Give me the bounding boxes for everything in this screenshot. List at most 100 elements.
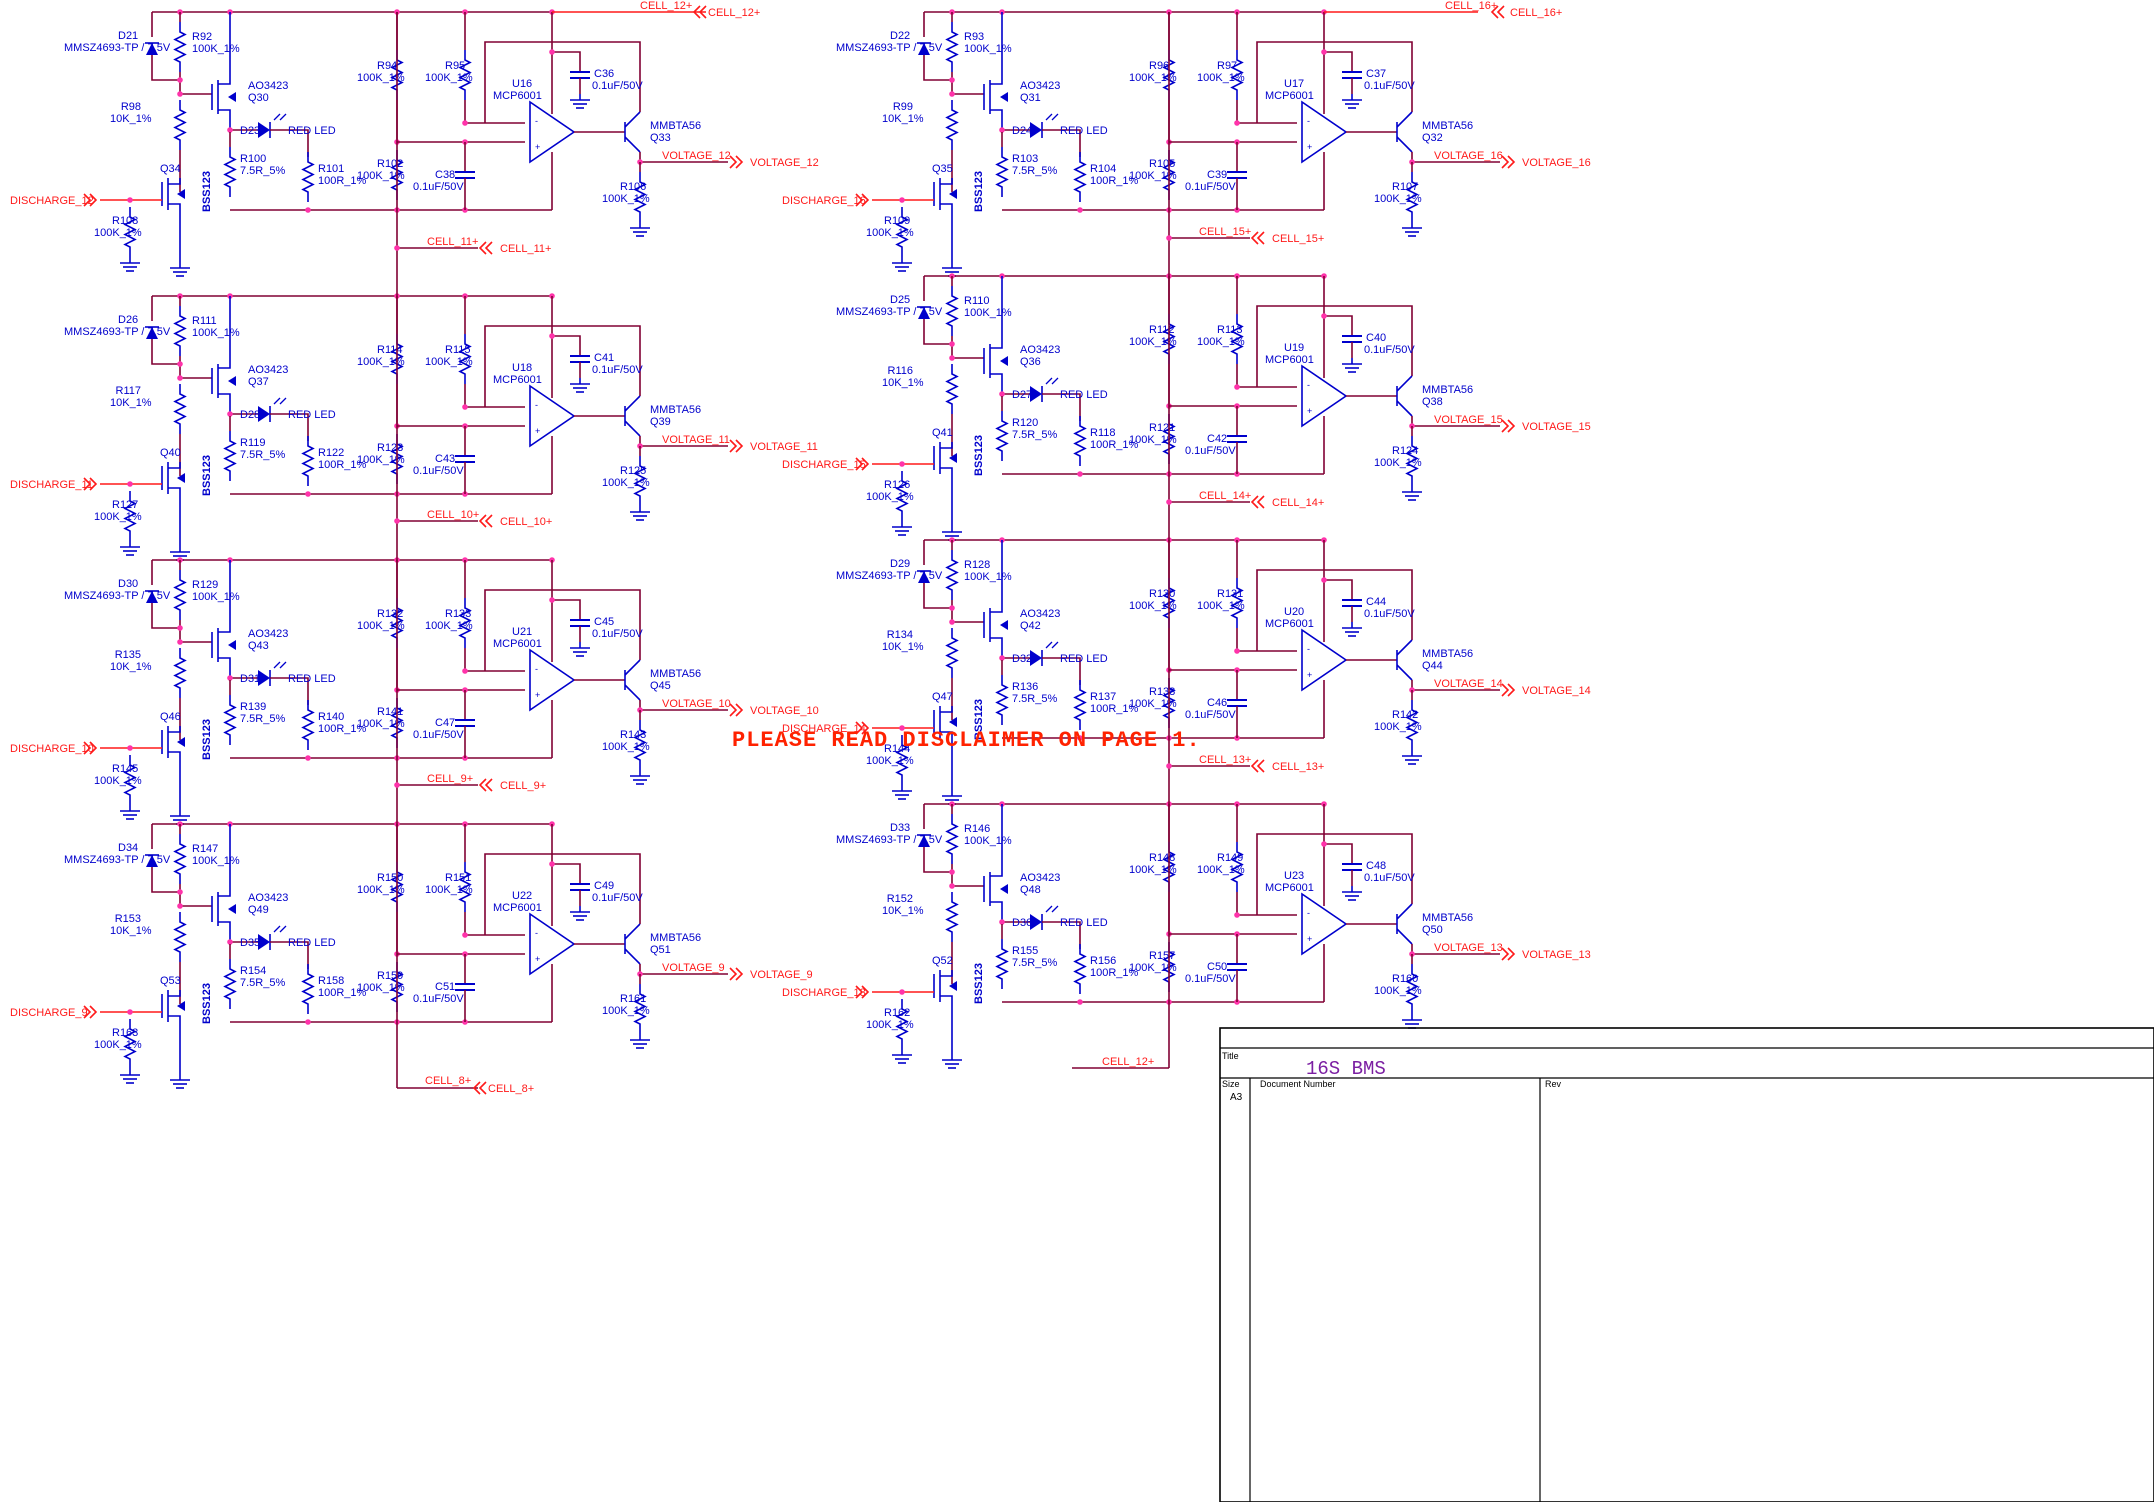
nmos-ref: Q52 [932,955,953,967]
opamp-ref: U18 [512,362,532,374]
led-ref: D35 [240,937,260,949]
wire [218,560,231,633]
pmos-ref: Q49 [248,904,269,916]
bjt-part: MMBTA56 [650,404,701,416]
res-value: 100K_1% [1129,72,1177,84]
wire [1042,921,1081,949]
junction-dot [1077,471,1083,477]
junction-dot [1234,912,1240,918]
cap-value: 0.1uF/50V [413,729,464,741]
net-port-arrow [1507,947,1516,961]
res-ref: R141 [377,706,403,718]
res-ref: R97 [1217,60,1237,72]
pmos-diode [1000,92,1008,102]
opamp-part: MCP6001 [493,902,542,914]
wire [270,677,309,705]
res-value: 100K_1% [425,72,473,84]
resistor-symbol [173,384,187,434]
res-ref: R150 [377,872,403,884]
junction-dot [1077,735,1083,741]
discharge-net: DISCHARGE_11 [10,479,93,491]
res-value: 100K_1% [1374,193,1422,205]
res-value: 100K_1% [1129,170,1177,182]
bjt-emitter [624,923,641,940]
cap-value: 0.1uF/50V [1364,608,1415,620]
voltage-net-port: VOLTAGE_10 [750,705,819,717]
wire [270,129,309,157]
pmos-ref: Q48 [1020,884,1041,896]
resistor-symbol [945,286,959,336]
wire [168,751,181,810]
cap-value: 0.1uF/50V [1364,80,1415,92]
resistor-symbol [633,984,647,1034]
bjt-collector [1396,136,1413,153]
led-symbol [1030,650,1042,666]
bjt-part: MMBTA56 [650,932,701,944]
resistor-symbol [458,50,472,100]
res-value: 100R_1% [1090,703,1139,715]
voltage-net-label: VOLTAGE_11 [662,434,730,446]
opamp-label-minus: - [1307,380,1310,390]
res-value: 7.5R_5% [1012,165,1057,177]
resistor-symbol [173,648,187,698]
res-ref: R120 [1012,417,1038,429]
junction-dot [949,883,955,889]
resistor-symbol [223,147,237,197]
wire [151,867,180,893]
resistor-symbol [1405,700,1419,750]
res-value: 100K_1% [866,1019,914,1031]
res-ref: R135 [115,649,141,661]
bjt-part: MMBTA56 [650,120,701,132]
net-port-arrow [861,457,870,471]
opamp-symbol [529,912,576,976]
net-port-arrow [478,514,487,528]
bjt-ref: Q51 [650,944,671,956]
opamp-label-plus: + [1307,406,1312,416]
nmos-diode [177,1001,185,1011]
led-rays [273,113,287,121]
led-ref: D31 [240,673,260,685]
cap-ref: C45 [594,616,614,628]
resistor-symbol [1230,578,1244,628]
res-ref: R93 [964,31,984,43]
opamp-symbol [1301,364,1348,428]
wire [168,487,181,546]
wire [990,804,1003,877]
bjt-collector [1396,400,1413,417]
wire [940,442,953,449]
net-port-arrow [1256,231,1265,245]
resistor-symbol [223,695,237,745]
resistor-symbol [223,431,237,481]
res-ref: R94 [377,60,397,72]
wire [940,178,953,185]
res-value: 100K_1% [602,477,650,489]
cell-tap-port: CELL_13+ [1272,761,1324,773]
pmos-part: AO3423 [248,892,288,904]
res-ref: R160 [1392,973,1418,985]
voltage-net-port: VOLTAGE_11 [750,441,818,453]
res-value: 7.5R_5% [240,713,285,725]
led-symbol [258,934,270,950]
res-ref: R110 [964,295,989,307]
zener-diode-symbol [146,855,158,867]
junction-dot [462,404,468,410]
res-value: 100K_1% [94,511,142,523]
res-value: 10K_1% [110,113,152,125]
led-symbol [1030,122,1042,138]
opamp-label-plus: + [1307,142,1312,152]
res-value: 7.5R_5% [1012,429,1057,441]
pmos-part: AO3423 [248,80,288,92]
cap-value: 0.1uF/50V [592,628,643,640]
res-ref: R109 [884,215,910,227]
rev-label: Rev [1545,1079,1562,1089]
resistor-symbol [173,834,187,884]
bjt-part: MMBTA56 [1422,120,1473,132]
junction-dot [1234,648,1240,654]
bjt-collector [624,420,641,437]
res-value: 100K_1% [357,72,405,84]
nmos-ref: Q47 [932,691,953,703]
res-ref: R117 [116,385,141,397]
wire [951,864,984,887]
